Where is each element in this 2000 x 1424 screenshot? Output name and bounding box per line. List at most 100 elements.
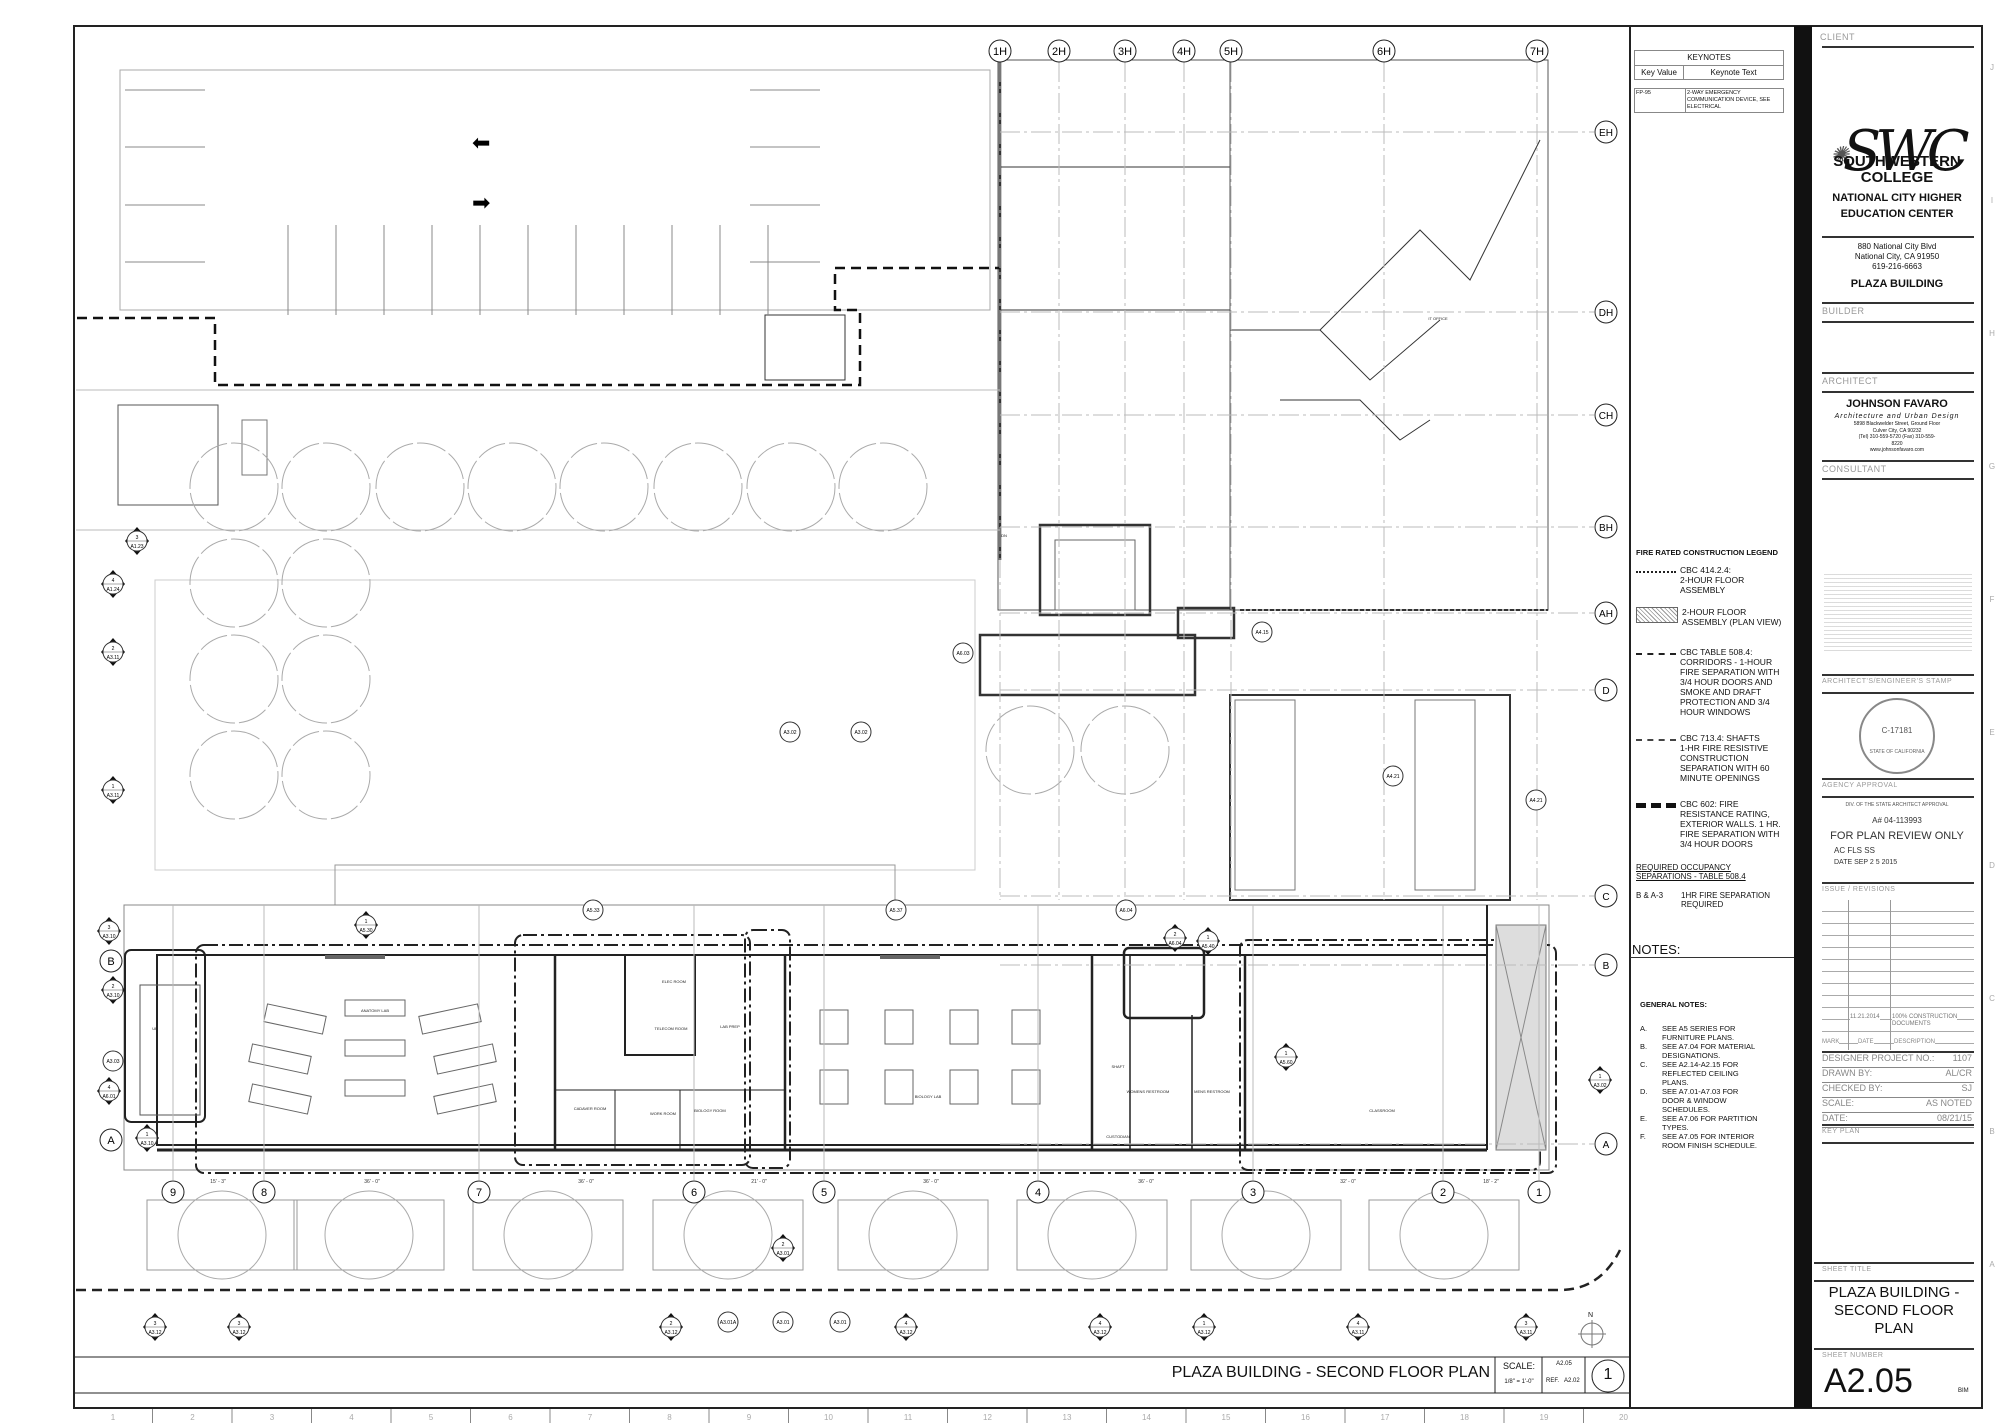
occupancy-title: REQUIRED OCCUPANCY SEPARATIONS - TABLE 5… <box>1636 863 1746 881</box>
info-value: SJ <box>1961 1083 1972 1093</box>
project-info-row: SCALE:AS NOTED <box>1822 1098 1974 1113</box>
sheet-ref: A2.05 <box>1556 1361 1572 1367</box>
grid-label: 4 <box>1035 1187 1041 1199</box>
callout-sheet: A3.11 <box>1352 1330 1365 1336</box>
lab-table <box>344 1039 406 1057</box>
general-note: F.SEE A7.05 FOR INTERIOR ROOM FINISH SCH… <box>1640 1132 1790 1150</box>
tree-icon <box>683 1190 773 1280</box>
note-key: F. <box>1640 1132 1646 1141</box>
grid-label: 4H <box>1177 46 1191 58</box>
lab-bench <box>949 1009 979 1045</box>
grid-bubble <box>1241 1180 1265 1204</box>
grid-bubble <box>1594 953 1618 977</box>
project-info-row: DRAWN BY:AL/CR <box>1822 1068 1974 1083</box>
general-note: A.SEE A5 SERIES FOR FURNITURE PLANS. <box>1640 1024 1790 1042</box>
notes-title: NOTES: <box>1632 942 1681 957</box>
tree-icon <box>1047 1190 1137 1280</box>
callout-sheet: A3.01A <box>720 1320 737 1326</box>
dimension-label: 18' - 2" <box>1483 1179 1499 1185</box>
planter <box>293 1199 445 1271</box>
lab-bench <box>949 1069 979 1105</box>
grid-bubble <box>1372 39 1396 63</box>
callout-number: 2 <box>670 1321 673 1327</box>
callout-sheet: A3.10 <box>106 993 119 999</box>
grid-bubble <box>1525 39 1549 63</box>
callout-number: 4 <box>108 1085 111 1091</box>
callout-number: 1 <box>146 1132 149 1138</box>
scale-value: 1/8" = 1'-0" <box>1504 1379 1534 1385</box>
dimension-label: 15' - 3" <box>210 1179 226 1185</box>
callout-number: 1 <box>365 919 368 925</box>
upper-building <box>978 59 1549 901</box>
callout-sheet: A3.12 <box>148 1330 161 1336</box>
general-note: E.SEE A7.06 FOR PARTITION TYPES. <box>1640 1114 1790 1132</box>
lab-bench <box>884 1009 914 1045</box>
callout-sheet: A3.02 <box>1593 1083 1606 1089</box>
sheet-title: PLAZA BUILDING - SECOND FLOOR PLAN <box>1828 1284 1960 1337</box>
project-name: PLAZA BUILDING <box>1850 278 1944 290</box>
keynotes-col-text: Keynote Text <box>1710 68 1757 77</box>
grid-label: 5H <box>1224 46 1238 58</box>
callout-sheet: A3.12 <box>899 1330 912 1336</box>
section-callout <box>850 721 872 743</box>
border-grid-letter: H <box>1989 329 1995 338</box>
agency-number: A# 04-113993 <box>1872 816 1922 825</box>
keynotes-title: KEYNOTES <box>1634 50 1784 66</box>
border-grid-number: 20 <box>1619 1413 1628 1422</box>
lab-table <box>433 1083 497 1115</box>
swc-logo: ✺SWC <box>1830 119 1969 184</box>
keynote-key: FP-95 <box>1635 89 1686 112</box>
room-label: WOMENS RESTROOM <box>1127 1089 1170 1094</box>
consultant-label: CONSULTANT <box>1822 464 1887 474</box>
grid-label: 1H <box>993 46 1007 58</box>
general-note: C.SEE A2.14-A2.15 FOR REFLECTED CEILING … <box>1640 1060 1790 1087</box>
keyplan-label: KEY PLAN <box>1822 1128 1861 1135</box>
tree-icon <box>324 1190 414 1280</box>
tree-icon <box>985 705 1075 795</box>
info-value: AS NOTED <box>1925 1098 1972 1108</box>
border-grid-number: 12 <box>983 1413 992 1422</box>
keynote-row: FP-95 2-WAY EMERGENCY COMMUNICATION DEVI… <box>1634 88 1784 113</box>
grid-bubble <box>1431 1180 1455 1204</box>
planter <box>1190 1199 1342 1271</box>
legend-text: CBC 602: FIRE RESISTANCE RATING, EXTERIO… <box>1680 799 1781 849</box>
project-info-row: DESIGNER PROJECT NO.:1107 <box>1822 1053 1974 1068</box>
arrow-right-icon: ➡ <box>472 190 490 215</box>
dimension-label: 36' - 0" <box>578 1179 594 1185</box>
sheet-number: A2.05 <box>1824 1362 1913 1400</box>
planter <box>472 1199 624 1271</box>
grid-bubble <box>812 1180 836 1204</box>
agency-signatures: AC FLS SS <box>1834 846 1875 855</box>
border-grid-number: 8 <box>667 1413 672 1422</box>
grid-bubble <box>161 1180 185 1204</box>
border-grid-letter: D <box>1989 861 1995 870</box>
dimension-label: 36' - 0" <box>364 1179 380 1185</box>
lab-table <box>418 1003 482 1035</box>
detail-number: 1 <box>1603 1366 1613 1383</box>
info-key: CHECKED BY: <box>1822 1083 1883 1093</box>
legend-text: CBC 713.4: SHAFTS 1-HR FIRE RESISTIVE CO… <box>1680 733 1770 783</box>
border-grid-letter: A <box>1989 1260 1995 1269</box>
border-grid-number: 16 <box>1301 1413 1310 1422</box>
grid-bubble <box>682 1180 706 1204</box>
callout-number: 3 <box>108 925 111 931</box>
room-label: ELEC ROOM <box>662 979 686 984</box>
note-key: B. <box>1640 1042 1648 1051</box>
agency-label: AGENCY APPROVAL <box>1822 782 1898 789</box>
client-address: 880 National City Blvd National City, CA… <box>1854 242 1940 271</box>
border-grid-number: 10 <box>824 1413 833 1422</box>
room-label: BIOLOGY LAB <box>915 1094 942 1099</box>
section-callout <box>717 1311 739 1333</box>
callout-number: 2 <box>112 984 115 990</box>
lab-table <box>248 1043 312 1075</box>
border-grid-letter: G <box>1989 462 1995 471</box>
border-grid-letter: F <box>1990 595 1995 604</box>
grid-bubble <box>1594 884 1618 908</box>
border-grid-letter: J <box>1990 63 1994 72</box>
note-text: SEE A2.14-A2.15 FOR REFLECTED CEILING PL… <box>1662 1060 1739 1087</box>
client-name: SOUTHWESTERN COLLEGE <box>1833 153 1961 186</box>
tree-icon <box>189 442 279 532</box>
lab-bench <box>884 1069 914 1105</box>
grid-bubble <box>1026 1180 1050 1204</box>
parking-area <box>76 69 1000 906</box>
